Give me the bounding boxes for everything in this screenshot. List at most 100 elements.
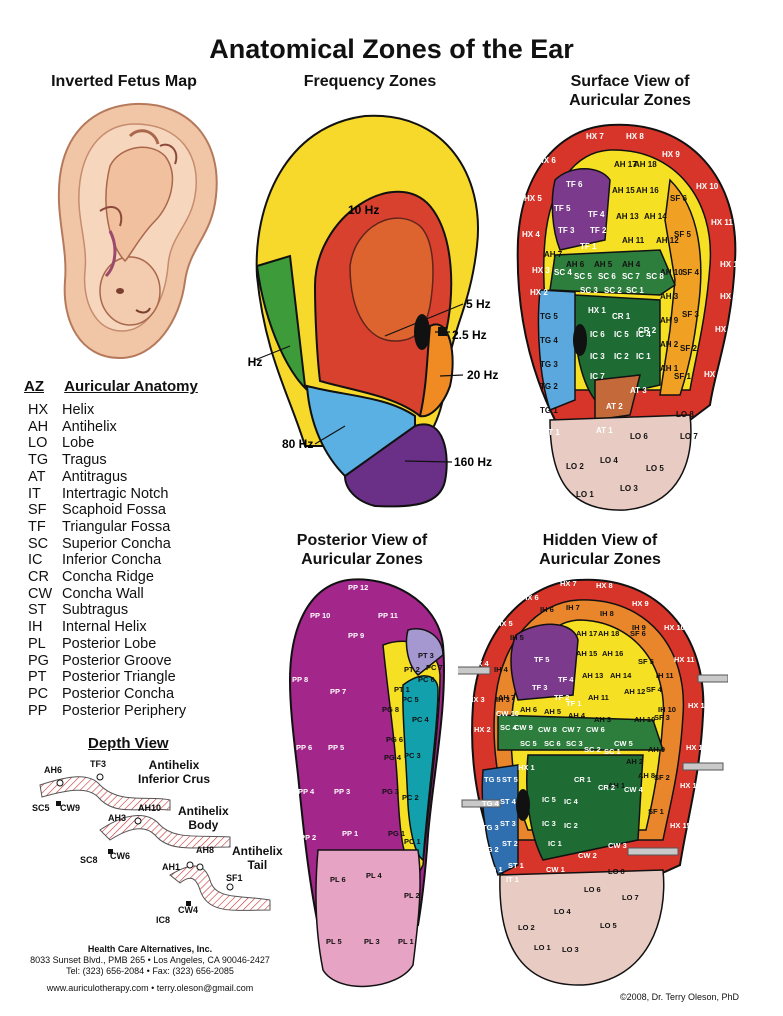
surface-zone-hx7: HX 7	[586, 132, 604, 141]
posterior-zone-pp3: PP 3	[334, 787, 351, 796]
hidden-zone-sf2: SF 2	[654, 773, 670, 782]
surface-zone-tg3: TG 3	[540, 360, 558, 369]
posterior-zone-pt1: PT 1	[394, 685, 410, 694]
legend-abbrev: HX	[28, 402, 49, 418]
surface-zone-hx2: HX 2	[530, 288, 548, 297]
surface-zone-tg5: TG 5	[540, 312, 558, 321]
legend-name: Posterior Groove	[62, 652, 172, 669]
surface-zone-ah1: AH 1	[660, 364, 679, 373]
posterior-zone-pc5: PC 5	[402, 695, 419, 704]
posterior-zone-pc2: PC 2	[402, 793, 419, 802]
posterior-lobe-region	[315, 849, 421, 988]
hidden-zone-ih7: IH 7	[566, 603, 580, 612]
surface-tragus-region	[537, 289, 576, 411]
surface-zone-ah5: AH 5	[594, 260, 613, 269]
surface-zone-sc1: SC 1	[626, 286, 644, 295]
surface-zone-hx10: HX 10	[696, 182, 719, 191]
surface-zone-tf3: TF 3	[558, 226, 575, 235]
surface-zone-tf5: TF 5	[554, 204, 571, 213]
posterior-zone-pp9: PP 9	[348, 631, 365, 640]
hidden-zone-st4: ST 4	[500, 797, 516, 806]
surface-zone-tf6: TF 6	[566, 180, 583, 189]
legend-abbrev: IC	[28, 552, 43, 569]
surface-zone-ah17: AH 17	[614, 160, 637, 169]
hidden-zone-tg5: TG 5	[484, 775, 501, 784]
posterior-zone-pp8: PP 8	[292, 675, 309, 684]
hidden-heading-line2: Auricular Zones	[539, 551, 661, 568]
surface-zone-lo1: LO 1	[576, 490, 594, 499]
legend-abbrev: IH	[28, 619, 43, 636]
surface-zone-sc4: SC 4	[554, 268, 572, 277]
legend-abbrev: CW	[28, 585, 53, 602]
surface-view-heading: Surface View of Auricular Zones	[530, 72, 730, 110]
surface-zone-sf5: SF 5	[674, 230, 691, 239]
surface-zone-ic1: IC 1	[636, 352, 651, 361]
posterior-zone-pp1: PP 1	[342, 829, 359, 838]
footer-web-link[interactable]: www.auriculotherapy.com • terry.oleson@g…	[46, 983, 254, 993]
legend-abbrev: PP	[28, 702, 48, 719]
hidden-zone-tf4: TF 4	[558, 675, 574, 684]
hidden-zone-ic2: IC 2	[564, 821, 578, 830]
legend-name: Internal Helix	[62, 619, 147, 636]
footer-org: Health Care Alternatives, Inc.	[87, 944, 213, 954]
surface-zone-lo6: LO 6	[630, 432, 648, 441]
hidden-zone-lo1: LO 1	[534, 943, 551, 952]
hidden-zone-tg3: TG 3	[482, 823, 499, 832]
posterior-zone-pc7: PC 7	[426, 663, 443, 672]
surface-ear-canal	[573, 324, 587, 356]
legend-header: AZ Auricular Anatomy	[24, 378, 198, 395]
surface-zone-tg2: TG 2	[540, 382, 558, 391]
surface-zone-hx8: HX 8	[626, 132, 644, 141]
surface-triangular-region	[551, 168, 611, 251]
surface-zone-sc5: SC 5	[574, 272, 592, 281]
surface-zone-cr1: CR 1	[612, 312, 631, 321]
surface-zone-ah14: AH 14	[644, 212, 667, 221]
surface-zone-hx6: HX 6	[538, 156, 556, 165]
posterior-zone-pt2: PT 2	[404, 665, 420, 674]
posterior-heading-line1: Posterior View of	[296, 532, 428, 549]
surface-heading-line1: Surface View of	[570, 73, 690, 90]
hidden-zone-ah8: AH 8	[638, 771, 656, 780]
surface-heading-line2: Auricular Zones	[569, 92, 691, 109]
depth-point-ah3: AH3	[108, 813, 126, 823]
legend-abbrev: TG	[28, 452, 49, 469]
hidden-zone-hx1: HX 1	[518, 763, 535, 772]
depth-point-ah8: AH8	[196, 845, 214, 855]
hidden-zone-tg1: TG 1	[486, 865, 503, 874]
surface-zone-hx15: HX 15	[704, 370, 727, 379]
hidden-zone-cr2: CR 2	[598, 783, 616, 792]
depth-point-cw6: CW6	[110, 851, 130, 861]
posterior-zone-pp7: PP 7	[330, 687, 347, 696]
hidden-zone-hx8: HX 8	[596, 581, 613, 590]
hidden-zone-ic4: IC 4	[564, 797, 578, 806]
surface-zone-ah18: AH 18	[634, 160, 657, 169]
hidden-zone-ah15: AH 15	[576, 649, 598, 658]
surface-zone-at1: AT 1	[596, 426, 613, 435]
depth-point-sf1: SF1	[226, 873, 243, 883]
hidden-zone-hx5: HX 5	[496, 619, 513, 628]
surface-zone-sc7: SC 7	[622, 272, 640, 281]
posterior-zone-pl4: PL 4	[366, 871, 382, 880]
freq-purple-zone	[343, 423, 448, 508]
hidden-zone-lo5: LO 5	[600, 921, 617, 930]
hidden-zone-ih3: IH 3	[496, 695, 510, 704]
copyright: ©2008, Dr. Terry Oleson, PhD	[620, 992, 740, 1002]
hidden-zone-tg2: TG 2	[482, 845, 499, 854]
hidden-zone-tf2: TF 2	[554, 693, 570, 702]
posterior-zone-pt3: PT 3	[418, 651, 434, 660]
hidden-inferior-concha-region	[526, 754, 644, 861]
hidden-zone-ih6: IH 6	[540, 605, 554, 614]
posterior-zone-pg4: PG 4	[384, 753, 402, 762]
depth-caption-2-line1: Antihelix	[178, 804, 229, 818]
hidden-zone-lo4: LO 4	[554, 907, 571, 916]
hidden-zone-ah16: AH 16	[602, 649, 624, 658]
posterior-zone-pc4: PC 4	[412, 715, 429, 724]
surface-zone-hx4: HX 4	[522, 230, 540, 239]
hidden-concha-wall-region	[497, 714, 665, 751]
surface-zone-ah2: AH 2	[660, 340, 679, 349]
